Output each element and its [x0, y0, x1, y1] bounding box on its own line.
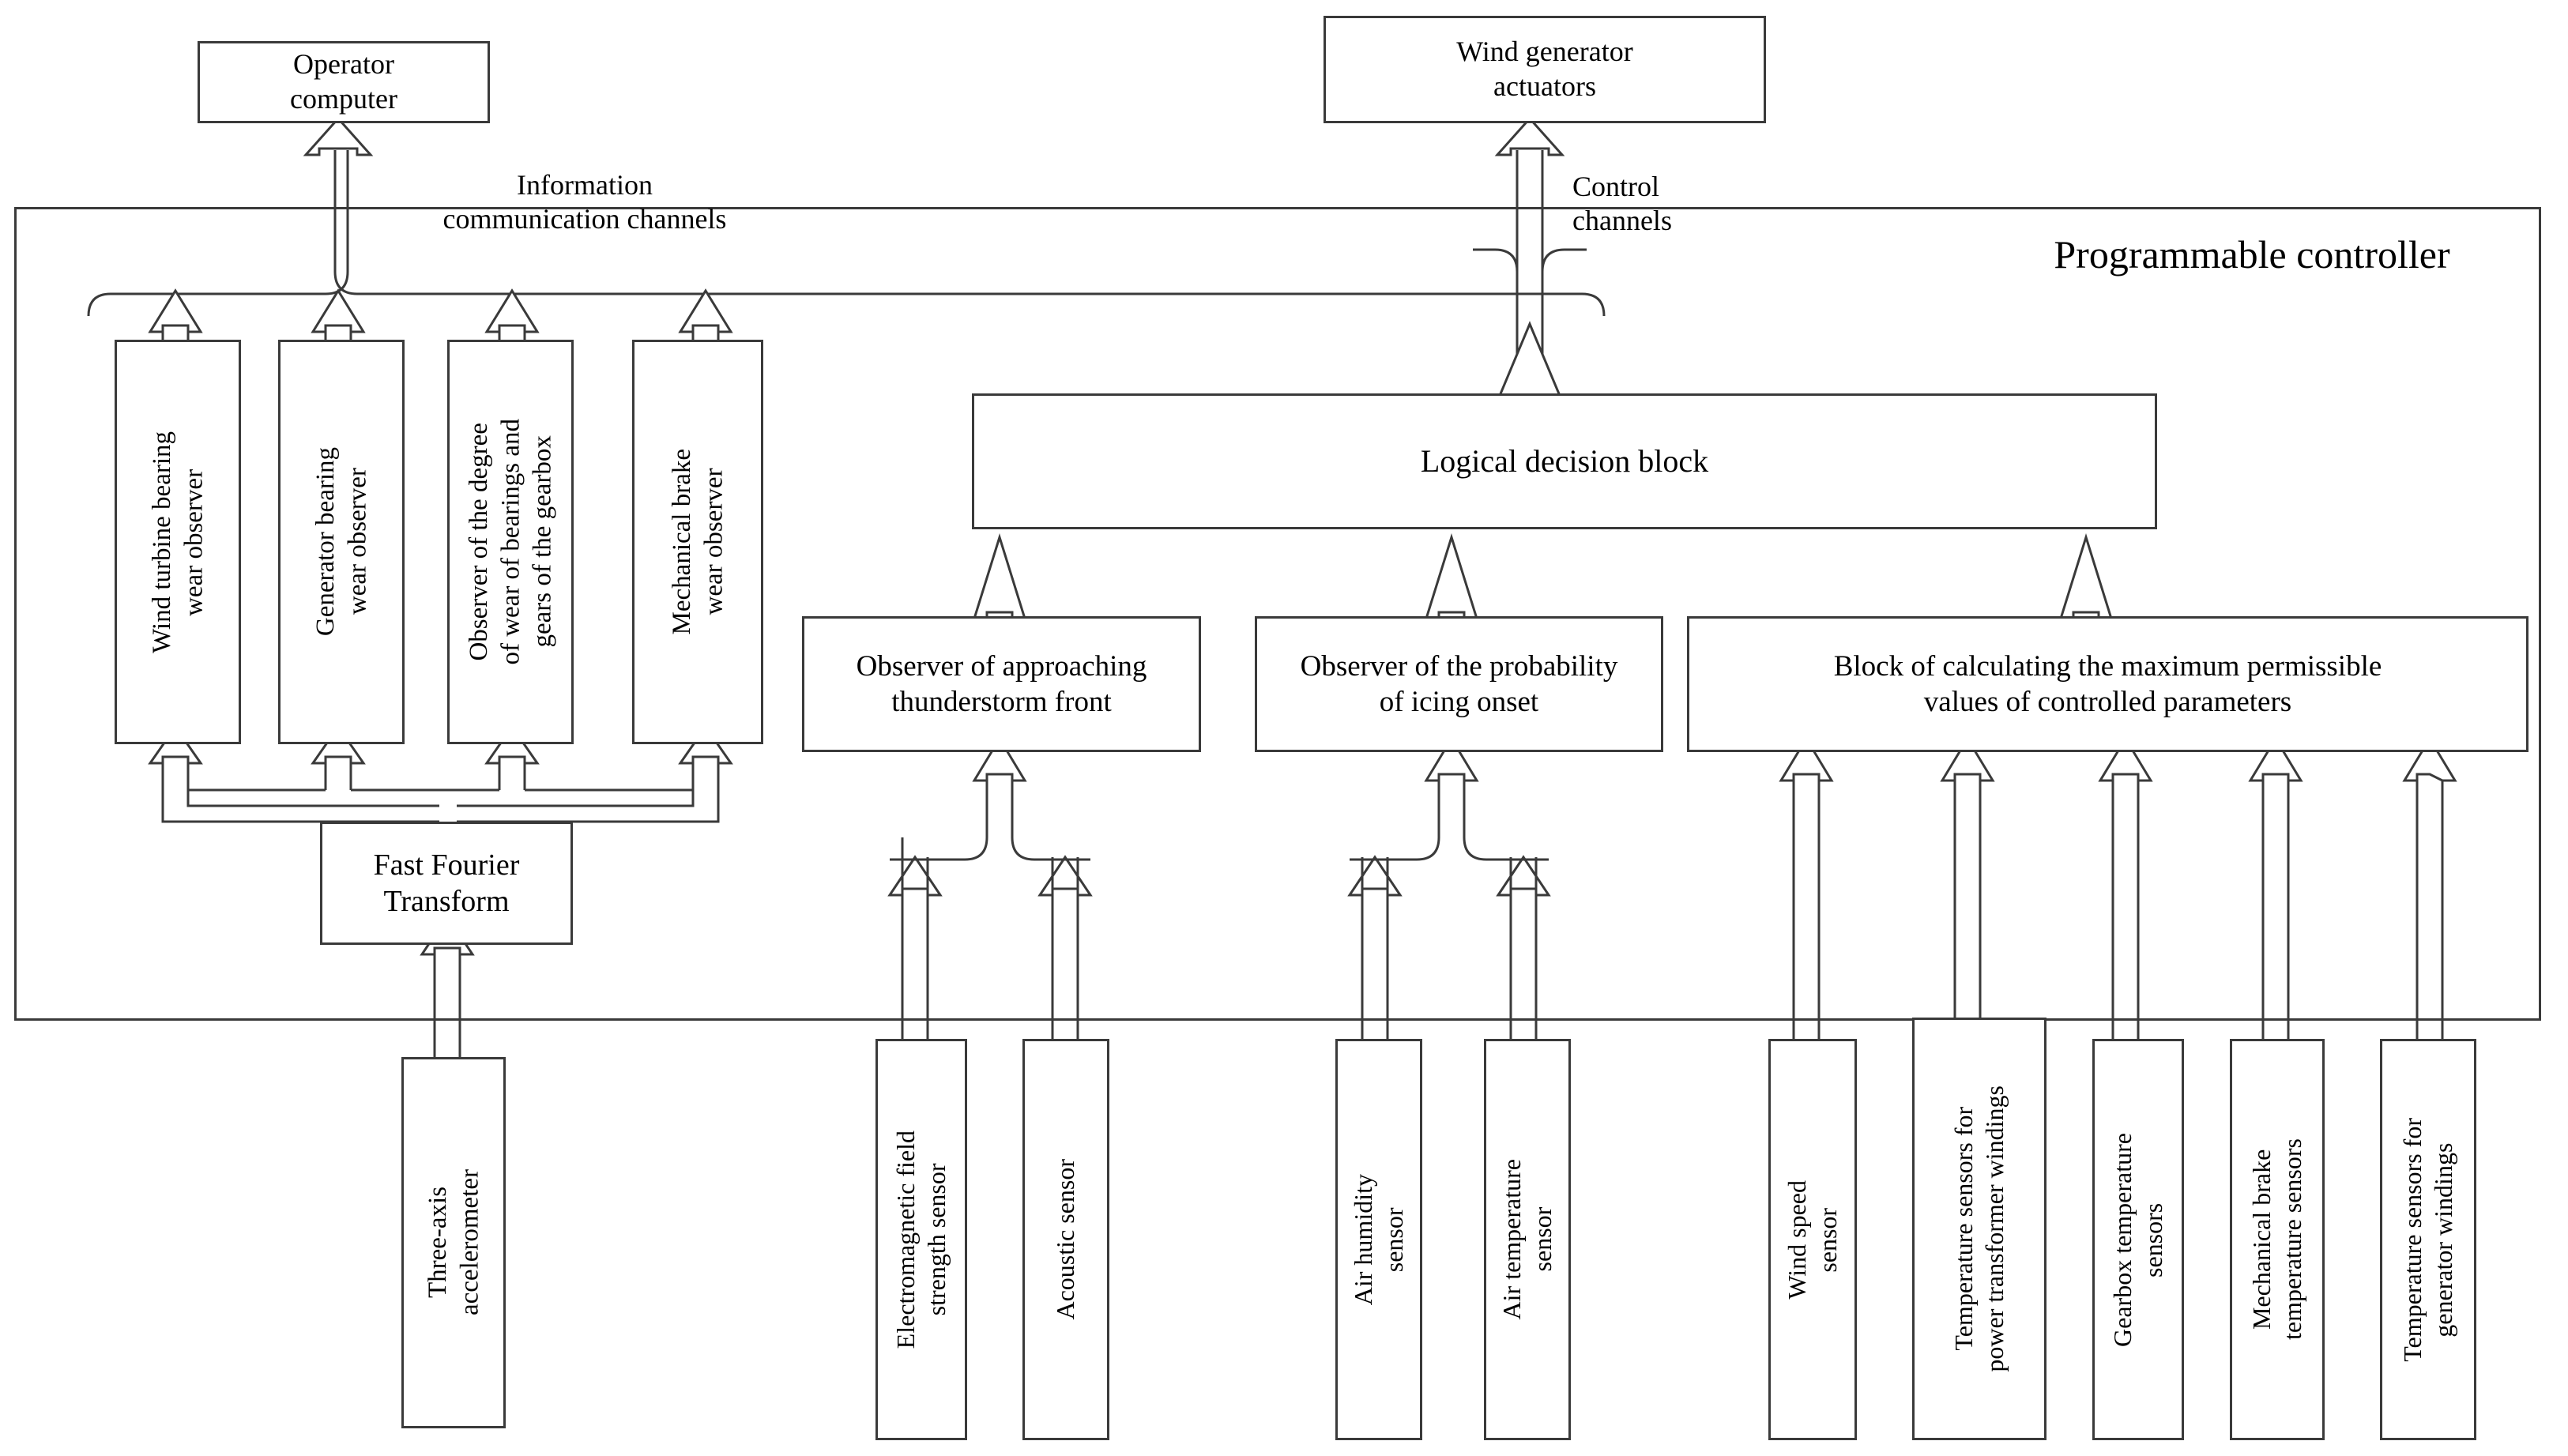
- operator-computer-block[interactable]: Operator computer: [198, 41, 490, 123]
- programmable-controller-frame: [14, 207, 2541, 1021]
- gearbox-wear-observer-block[interactable]: Observer of the degree of wear of bearin…: [447, 340, 574, 744]
- air-humidity-sensor-label: Air humidity sensor: [1348, 1173, 1408, 1306]
- information-communication-channels-label: Information communication channels: [442, 169, 727, 235]
- gearbox-temperature-sensors-block[interactable]: Gearbox temperature sensors: [2092, 1039, 2184, 1440]
- fast-fourier-transform-label: Fast Fourier Transform: [373, 848, 520, 918]
- generator-bearing-wear-observer-label: Generator bearing wear observer: [311, 447, 371, 637]
- acoustic-sensor-block[interactable]: Acoustic sensor: [1022, 1039, 1109, 1440]
- generator-winding-temperature-sensors-label: Temperature sensors for generator windin…: [2397, 1117, 2457, 1362]
- fast-fourier-transform-block[interactable]: Fast Fourier Transform: [320, 822, 573, 945]
- icing-probability-observer-block[interactable]: Observer of the probability of icing ons…: [1255, 616, 1663, 752]
- electromagnetic-field-strength-sensor-block[interactable]: Electromagnetic field strength sensor: [875, 1039, 967, 1440]
- acoustic-sensor-label: Acoustic sensor: [1051, 1159, 1080, 1320]
- icing-probability-observer-label: Observer of the probability of icing ons…: [1300, 649, 1618, 718]
- wind-speed-sensor-label: Wind speed sensor: [1782, 1179, 1842, 1300]
- gearbox-wear-observer-label: Observer of the degree of wear of bearin…: [464, 419, 557, 665]
- air-temperature-sensor-label: Air temperature sensor: [1497, 1159, 1557, 1320]
- electromagnetic-field-strength-sensor-label: Electromagnetic field strength sensor: [891, 1130, 951, 1349]
- power-transformer-winding-temperature-sensors-block[interactable]: Temperature sensors for power transforme…: [1912, 1018, 2046, 1440]
- control-channels-label: Control channels: [1572, 171, 1672, 237]
- three-axis-accelerometer-block[interactable]: Three-axis accelerometer: [401, 1057, 506, 1428]
- mechanical-brake-temperature-sensors-label: Mechanical brake temperature sensors: [2246, 1138, 2306, 1341]
- max-permissible-values-block[interactable]: Block of calculating the maximum permiss…: [1687, 616, 2528, 752]
- mechanical-brake-wear-observer-label: Mechanical brake wear observer: [667, 449, 728, 635]
- logical-decision-block-label: Logical decision block: [1420, 442, 1709, 479]
- wind-turbine-bearing-wear-observer-block[interactable]: Wind turbine bearing wear observer: [115, 340, 241, 744]
- wind-generator-actuators-label: Wind generator actuators: [1456, 36, 1633, 102]
- logical-decision-block[interactable]: Logical decision block: [972, 393, 2157, 529]
- wind-speed-sensor-block[interactable]: Wind speed sensor: [1768, 1039, 1857, 1440]
- gearbox-temperature-sensors-label: Gearbox temperature sensors: [2107, 1132, 2167, 1347]
- max-permissible-values-label: Block of calculating the maximum permiss…: [1833, 649, 2382, 718]
- wind-generator-actuators-block[interactable]: Wind generator actuators: [1324, 16, 1766, 123]
- generator-bearing-wear-observer-block[interactable]: Generator bearing wear observer: [278, 340, 405, 744]
- programmable-controller-title: Programmable controller: [2054, 232, 2450, 277]
- three-axis-accelerometer-label: Three-axis accelerometer: [423, 1169, 484, 1316]
- thunderstorm-front-observer-block[interactable]: Observer of approaching thunderstorm fro…: [802, 616, 1201, 752]
- wind-turbine-bearing-wear-observer-label: Wind turbine bearing wear observer: [147, 431, 208, 653]
- operator-computer-label: Operator computer: [290, 48, 397, 115]
- air-temperature-sensor-block[interactable]: Air temperature sensor: [1484, 1039, 1571, 1440]
- air-humidity-sensor-block[interactable]: Air humidity sensor: [1335, 1039, 1422, 1440]
- mechanical-brake-temperature-sensors-block[interactable]: Mechanical brake temperature sensors: [2230, 1039, 2325, 1440]
- power-transformer-winding-temperature-sensors-label: Temperature sensors for power transforme…: [1949, 1085, 2009, 1372]
- generator-winding-temperature-sensors-block[interactable]: Temperature sensors for generator windin…: [2380, 1039, 2476, 1440]
- thunderstorm-front-observer-label: Observer of approaching thunderstorm fro…: [856, 649, 1147, 718]
- mechanical-brake-wear-observer-block[interactable]: Mechanical brake wear observer: [632, 340, 763, 744]
